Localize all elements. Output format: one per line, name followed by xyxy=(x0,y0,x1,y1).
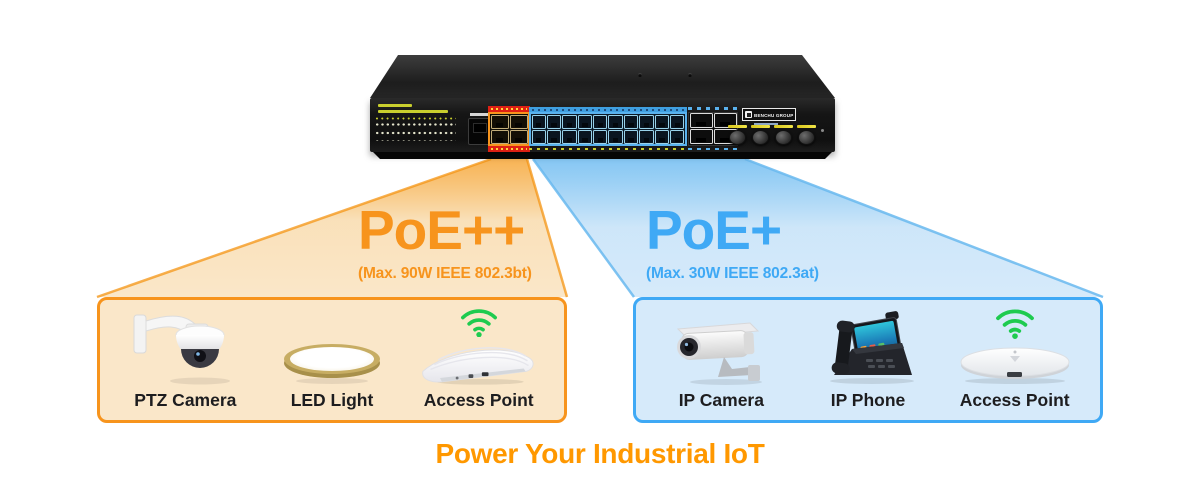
rj45-port xyxy=(531,114,546,129)
port-number-row xyxy=(688,147,738,150)
rj45-grid-poe-plus xyxy=(529,112,687,146)
beam-poe-plus-plus xyxy=(97,159,567,297)
rj45-port xyxy=(654,114,670,129)
sfp-dust-cap xyxy=(752,130,769,145)
brand-name: BENCHU GROUP xyxy=(754,113,794,119)
port-label-strip xyxy=(488,106,530,112)
rj45-port xyxy=(623,114,639,129)
device-led-light: LED Light xyxy=(259,305,406,411)
panel-print-line xyxy=(378,110,448,113)
beam-poe-plus xyxy=(533,159,1103,297)
sfp-dust-cap xyxy=(775,130,792,145)
screw-icon xyxy=(688,73,692,77)
ip-phone-icon xyxy=(830,311,914,384)
rj45-port xyxy=(670,114,685,129)
sfp-slot xyxy=(728,125,747,147)
rj45-port xyxy=(623,129,639,144)
rj45-port xyxy=(593,114,608,129)
rj45-port xyxy=(689,129,713,144)
sfp-label-strip xyxy=(797,125,816,128)
rj45-port xyxy=(689,113,713,128)
port-group-poe-plus xyxy=(529,107,687,150)
port-label-strip xyxy=(488,146,530,152)
poe-switch-device: BENCHU GROUP xyxy=(370,55,835,161)
sfp-label-strip xyxy=(728,125,747,128)
rj45-port xyxy=(713,113,737,128)
rj45-port xyxy=(639,114,654,129)
device-access-point-wedge: Access Point xyxy=(405,305,552,411)
port-number-row xyxy=(688,107,738,110)
ptz-camera-icon xyxy=(133,314,231,385)
zone-subtitle: (Max. 30W IEEE 802.3at) xyxy=(646,265,819,282)
rj45-port xyxy=(490,114,509,129)
zone-heading-poe-plus-plus: PoE++ (Max. 90W IEEE 802.3bt) xyxy=(358,203,532,283)
access-point-icon xyxy=(960,347,1070,384)
port-group-poe-plus-plus xyxy=(488,106,530,152)
port-number-row xyxy=(529,147,687,150)
panel-print-line xyxy=(378,104,412,107)
device-label: PTZ Camera xyxy=(134,390,237,410)
rj45-grid-combo xyxy=(688,111,738,146)
rj45-port xyxy=(490,129,509,144)
sfp-slot xyxy=(774,125,793,147)
zone-title: PoE+ xyxy=(646,199,782,261)
sfp-dust-cap xyxy=(798,130,815,145)
sfp-slot xyxy=(797,125,816,147)
rj45-port xyxy=(562,114,577,129)
rj45-port xyxy=(509,129,528,144)
rj45-port xyxy=(608,114,623,129)
brand-logo-icon xyxy=(745,111,752,118)
rj45-port xyxy=(670,129,685,144)
rj45-port xyxy=(639,129,654,144)
led-status-grid xyxy=(376,123,456,141)
access-point-icon xyxy=(421,347,534,385)
ip-camera-icon xyxy=(677,322,763,385)
rj45-port xyxy=(577,129,593,144)
device-ip-phone: IP Phone xyxy=(795,305,942,411)
device-label: Access Point xyxy=(423,390,534,410)
led-index-row xyxy=(376,117,456,121)
port-group-combo xyxy=(688,107,738,150)
reset-button xyxy=(821,129,824,132)
device-ptz-camera: PTZ Camera xyxy=(112,305,259,411)
rj45-port xyxy=(509,114,528,129)
wifi-icon xyxy=(460,309,497,338)
page-title: Power Your Industrial IoT xyxy=(435,438,765,469)
device-box-poe-plus-plus: PTZ Camera LED Light xyxy=(97,297,567,423)
device-ip-camera: IP Camera xyxy=(648,305,795,411)
rj45-port xyxy=(577,114,593,129)
sfp-label-strip xyxy=(751,125,770,128)
rj45-port xyxy=(546,129,562,144)
rj45-port xyxy=(546,114,562,129)
rj45-port xyxy=(531,129,546,144)
rj45-port xyxy=(562,129,577,144)
console-label xyxy=(470,113,488,116)
device-label: Access Point xyxy=(959,390,1070,410)
zone-subtitle: (Max. 90W IEEE 802.3bt) xyxy=(358,265,532,282)
zone-heading-poe-plus: PoE+ (Max. 30W IEEE 802.3at) xyxy=(646,203,819,283)
sfp-dust-cap xyxy=(729,130,746,145)
brand-logo: BENCHU GROUP xyxy=(742,108,796,125)
device-label: IP Camera xyxy=(678,390,764,410)
device-label: LED Light xyxy=(290,390,374,410)
switch-top-panel xyxy=(370,55,835,98)
sfp-label-strip xyxy=(774,125,793,128)
device-box-poe-plus: IP Camera xyxy=(633,297,1103,423)
wifi-icon xyxy=(995,309,1034,339)
rj45-port xyxy=(593,129,608,144)
rj45-port xyxy=(608,129,623,144)
led-light-icon xyxy=(284,344,380,384)
brand-url-line xyxy=(754,123,778,125)
device-access-point-disc: Access Point xyxy=(941,305,1088,411)
brand-logo-text: BENCHU GROUP xyxy=(754,104,793,125)
switch-bottom-edge xyxy=(373,152,832,159)
sfp-slot xyxy=(751,125,770,147)
rj45-grid-poe-plus-plus xyxy=(488,112,530,146)
rj45-port xyxy=(654,129,670,144)
zone-title: PoE++ xyxy=(358,199,525,261)
screw-icon xyxy=(638,73,642,77)
device-label: IP Phone xyxy=(830,390,906,410)
port-label-strip xyxy=(529,107,687,112)
